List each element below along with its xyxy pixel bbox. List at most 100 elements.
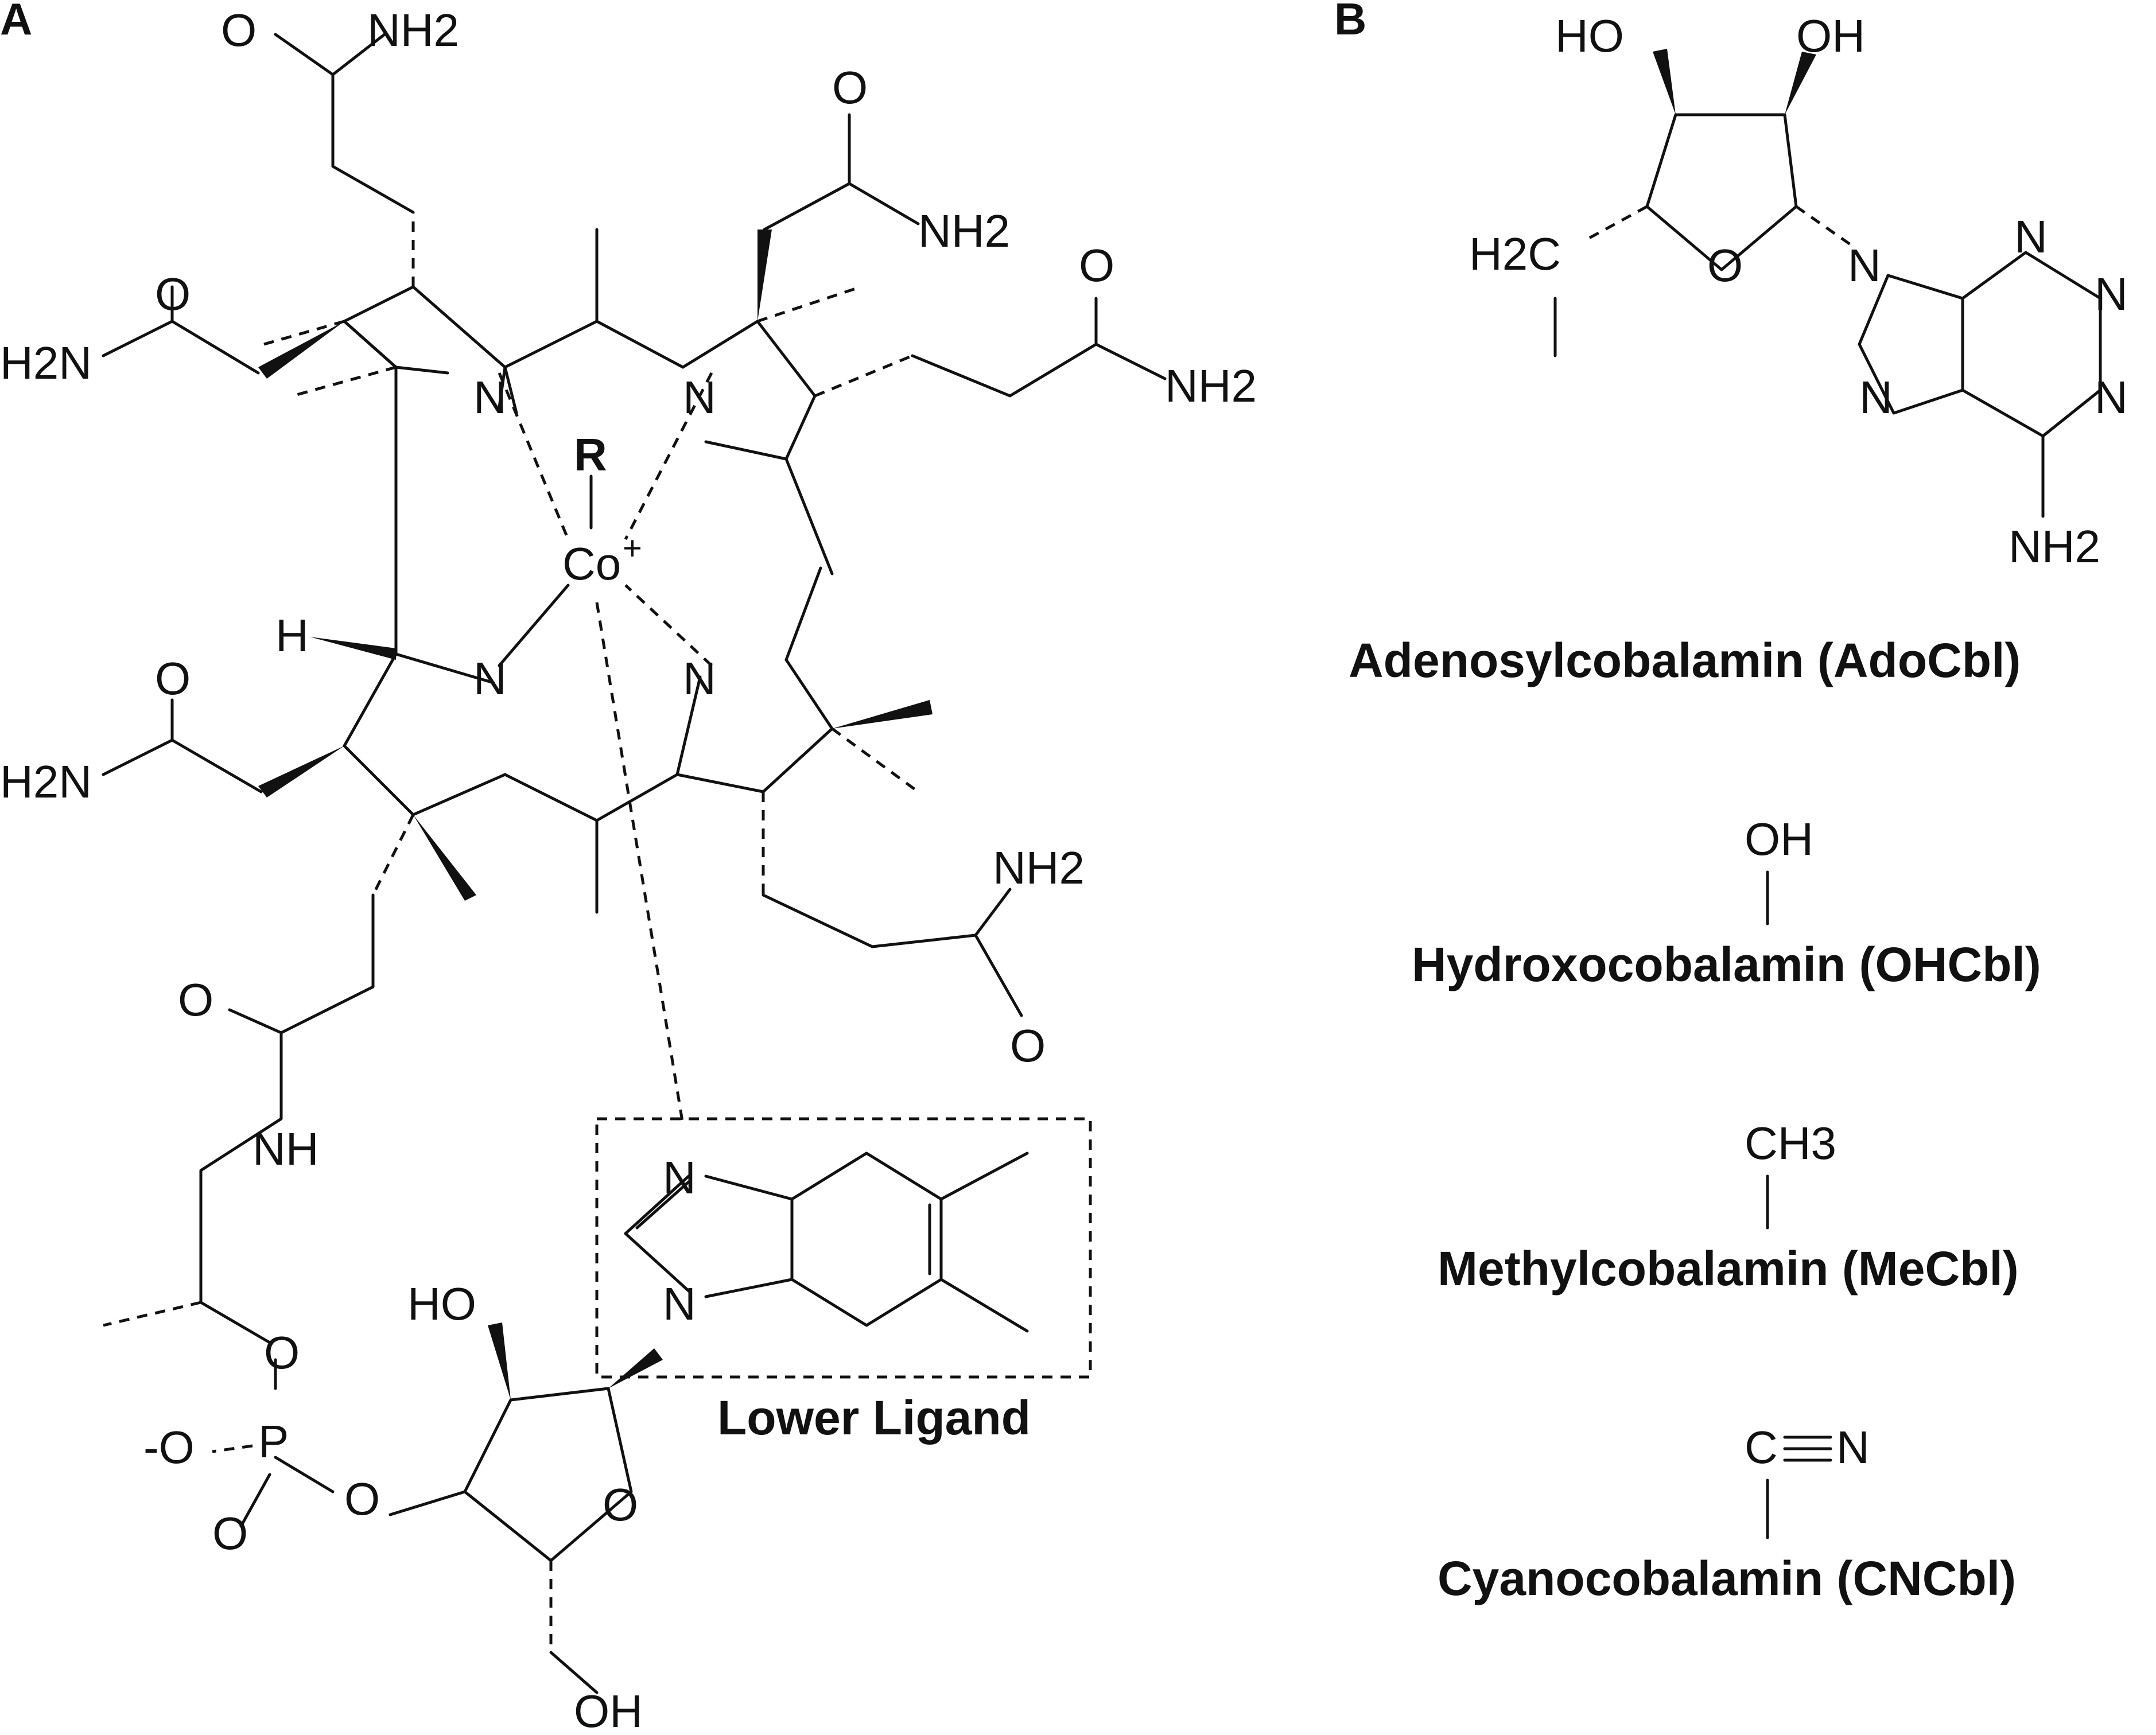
lower-ligand-n2: N [663,1278,696,1329]
chain-3-wedge [757,229,772,321]
chain-5 [102,738,263,793]
co-n-bond-1 [498,372,570,540]
panel-label-b: B [1334,0,1366,44]
adenosyl-ribose [1645,113,1798,271]
nitrogen-3: N [473,653,507,704]
ring-methyls [263,285,933,901]
ring-upper-left-base [343,320,449,375]
ohcbl-name: Hydroxocobalamin (OHCbl) [1412,937,2041,991]
co-n-bond-3 [498,583,570,667]
adenosyl-structure [1553,49,2102,518]
adenosyl-ho: HO [1555,10,1624,61]
methyl-wedge-1 [832,700,933,729]
side-chains [102,33,1167,1344]
cobalt-charge: + [623,530,642,567]
ribose-base-wedge [608,1348,663,1388]
adocbl-name: Adenosylcobalamin (AdoCbl) [1349,633,2021,687]
oxygen-top-left: O [221,5,257,56]
amide-left-upper: H2N [0,337,92,388]
adenosyl-oh: OH [1796,10,1865,61]
adenosyl-oh-wedge-2 [1785,52,1816,115]
methyl-wedge-2 [413,815,476,901]
bridge-top [503,320,685,369]
adenosyl-oh-wedge-1 [1653,49,1676,115]
p-o-bond-1 [274,1456,335,1493]
methyl-dash-3 [757,285,861,323]
phosphate-o-top: O [264,1327,300,1378]
chain-6 [762,893,1023,1017]
adenosyl-base-dash [1795,205,1855,248]
chain-7-dash [371,814,415,896]
mecbl-name: Methylcobalamin (MeCbl) [1438,1242,2019,1296]
lower-ligand-label: Lower Ligand [717,1391,1031,1445]
co-n-bond-2 [624,372,713,540]
ohcbl-group: OH [1745,814,1813,865]
imidazole-fused [704,1174,794,1298]
chain-5-wedge [258,746,344,798]
imidazole-ring [624,1174,690,1293]
methyl-dash-1 [263,320,345,346]
chain-3-n [848,182,920,225]
adenosyl-ch2-dash [1583,205,1648,243]
adenosyl-ch2: H2C [1469,228,1561,279]
ribose-hydroxyl: HO [407,1278,476,1329]
co-n-bond-4 [624,584,713,667]
ribose-o-p [389,1490,467,1516]
oxygen-nucleotide-amide: O [178,974,213,1025]
benzene-methyl-1 [939,1152,1029,1201]
nitrogen-2: N [683,372,716,423]
chain-4-n [1094,343,1167,380]
amide-lower-right: NH2 [993,842,1085,893]
benzene-methyl-2 [939,1278,1029,1333]
ribose-ch2oh [549,1651,599,1694]
chain-1 [274,33,415,214]
adenine-nh2: NH2 [2009,521,2100,572]
lower-ligand-n1: N [663,1152,696,1203]
adenine-pyrimidine [1961,251,2102,438]
amide-top: NH2 [367,5,459,56]
chain-3 [763,113,851,231]
lower-ligand [595,1117,1092,1379]
ribose-phosphate [212,1322,663,1694]
methyl-dash-4 [831,727,919,793]
chain-1-n [331,33,386,76]
lower-ligand-box [595,1117,1092,1379]
amide-left-lower: H2N [0,756,92,807]
oxygen-right: O [1079,240,1114,291]
phosphate-o-minus: -O [143,1422,195,1473]
nitrogen-1: N [473,372,507,423]
phosphate-o-double: O [212,1508,248,1559]
cobalt-coordination [498,372,713,1125]
adenine-n1: N [2014,211,2048,262]
methyl-dash-2 [292,365,397,398]
cncbl-name: Cyanocobalamin (CNCbl) [1438,1551,2016,1605]
oxygen-left-lower: O [155,653,191,704]
benzene-ring [790,1152,943,1327]
co-lower-ligand-bond [595,602,685,1125]
p-double-o [239,1473,271,1528]
cncbl-carbon: C [1745,1422,1778,1473]
adenine-n4: N [2095,372,2128,423]
ribose-o-ring: O [603,1479,638,1530]
bridge-right-double [784,566,822,662]
ribose-ch2-hydroxyl: OH [574,1686,643,1735]
oxygen-top-right: O [832,62,868,113]
adenine-n9: N [1848,240,1881,291]
bridge-bottom [503,773,679,822]
amine-nucleotide: NH [252,1123,319,1174]
panel-label-a: A [0,0,32,44]
adenine-n7: N [1859,372,1893,423]
cobalt-atom: Co [562,538,621,589]
oxygen-lower-right: O [1010,1020,1046,1071]
adenine-n3: N [2095,269,2128,320]
chain-2-wedge [258,321,344,379]
ring-upper-left-double [503,365,518,415]
cncbl-nitrogen: N [1836,1422,1870,1473]
adenosyl-ring-o: O [1707,240,1743,291]
chain-6-n [974,888,1012,937]
chain-7-methyl-dash [103,1301,201,1327]
chain-7-co [228,1008,283,1034]
nitrogen-4: N [683,653,716,704]
imidazole-double [635,1180,690,1230]
